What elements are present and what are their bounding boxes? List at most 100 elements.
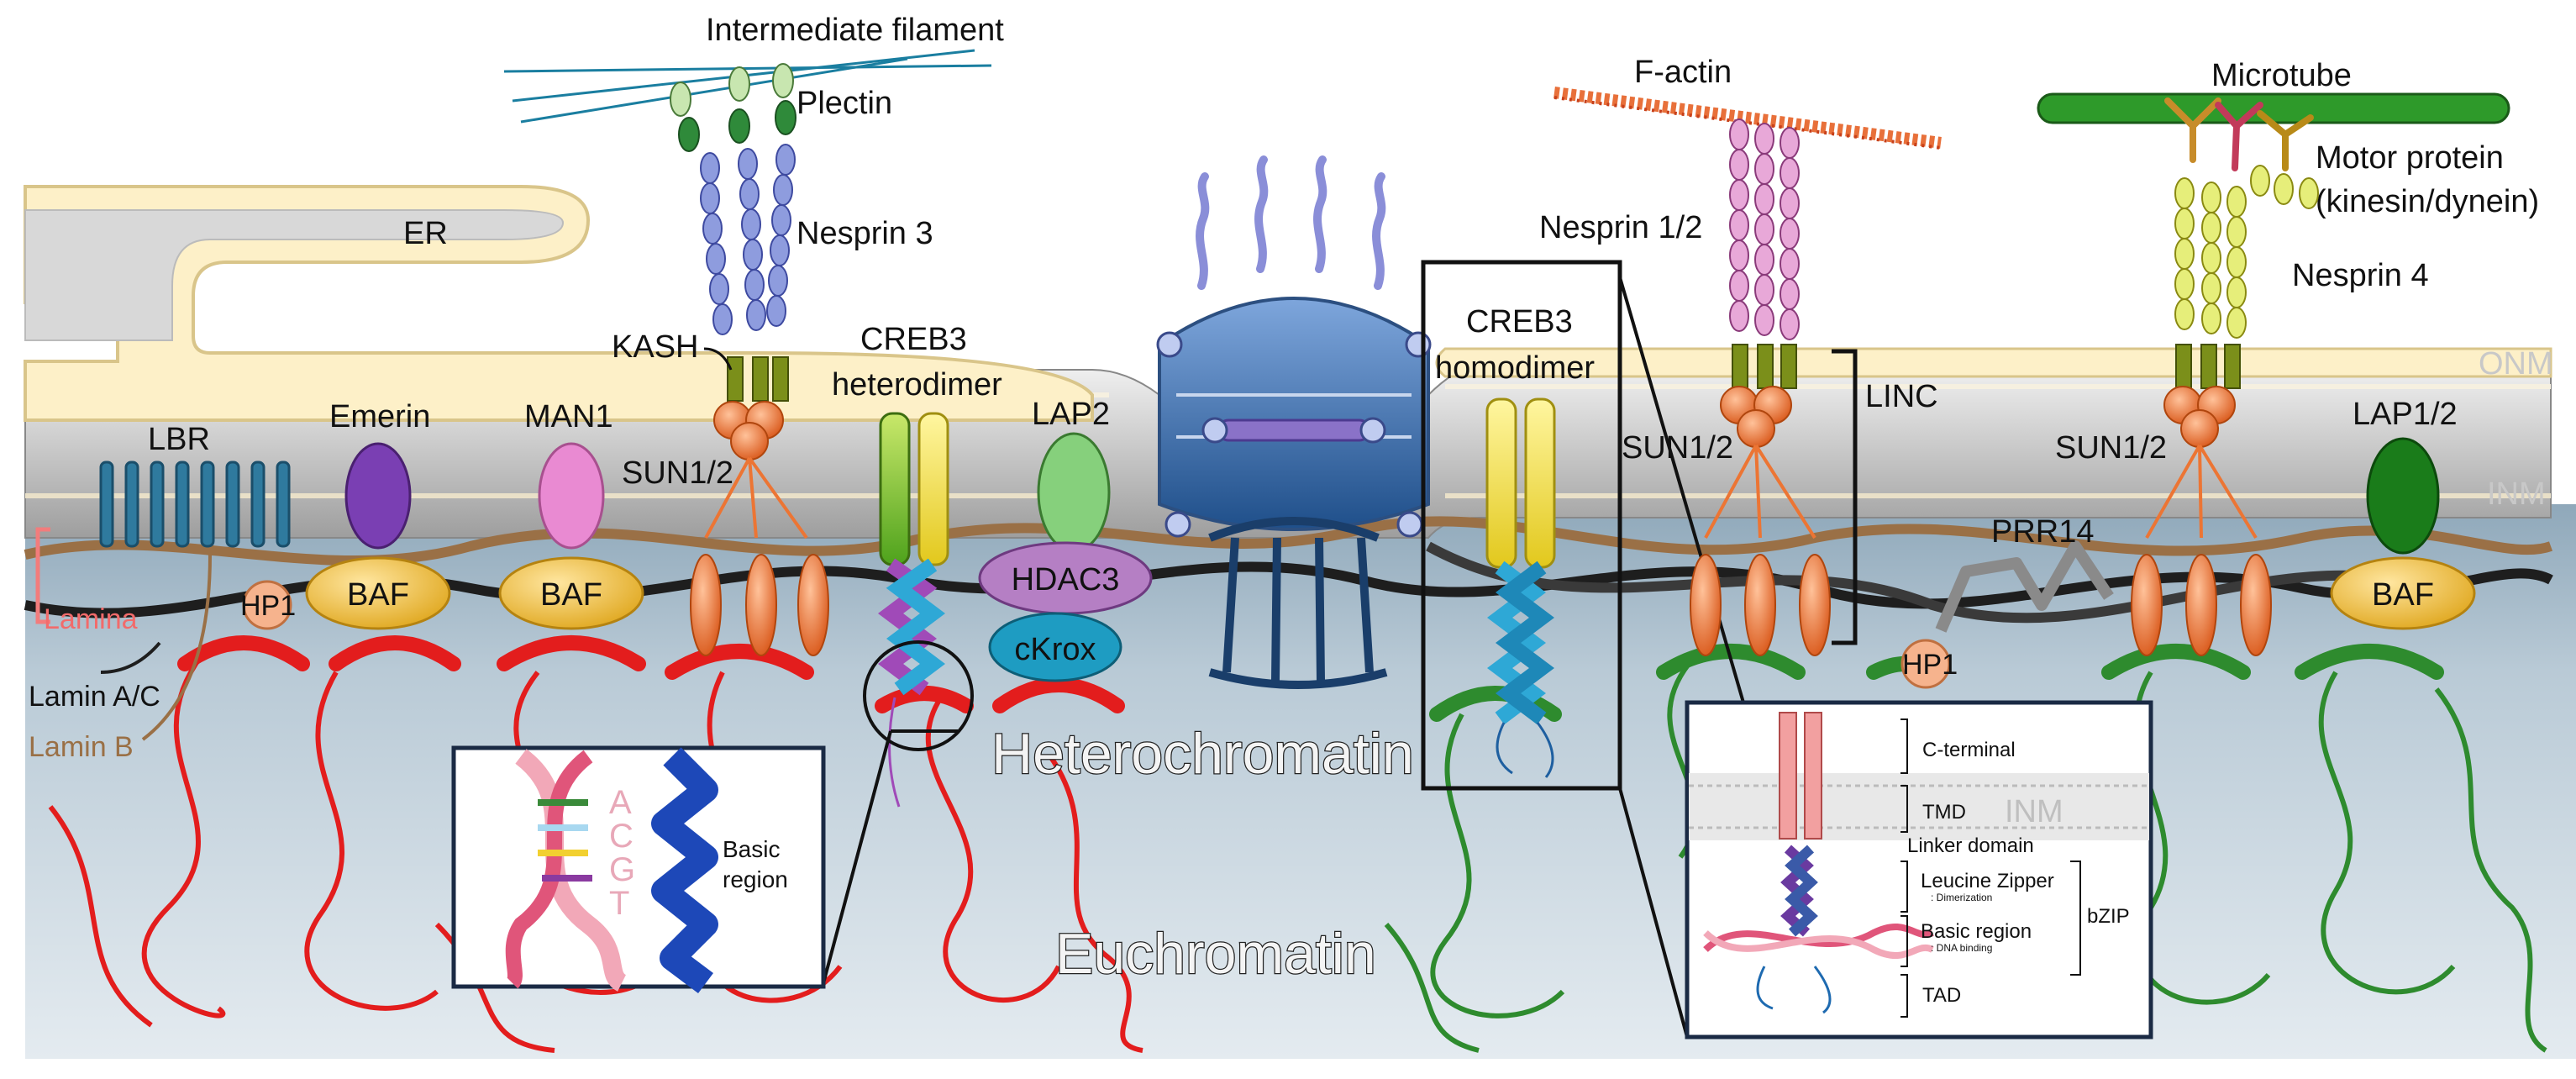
er-label: ER [403, 216, 448, 251]
dna-base-t: T [609, 885, 629, 922]
inm-label: INM [2487, 476, 2546, 512]
baf-2-protein [498, 556, 644, 630]
lap2-label: LAP2 [1032, 397, 1110, 432]
kash-domain-mid [1732, 344, 1797, 389]
lbr-label: LBR [148, 422, 210, 457]
hp1-right-protein [1900, 639, 1951, 689]
f-actin-label: F-actin [1634, 55, 1732, 90]
f-actin [1553, 87, 1942, 150]
ckrox-protein [988, 612, 1122, 682]
lbr-protein [99, 461, 291, 548]
euchromatin-caps [1429, 644, 2444, 722]
tmd-label: TMD [1922, 801, 1966, 824]
dna-base-c: C [609, 818, 633, 855]
motor-protein-label-2: (kinesin/dynein) [2316, 184, 2539, 219]
hp1-right-label: HP1 [1902, 649, 1958, 681]
nesprin12-chain [1729, 118, 1800, 340]
lap2-protein [1037, 432, 1111, 553]
euchromatin-label: Euchromatin [1055, 922, 1376, 986]
plectin-label: Plectin [796, 86, 892, 121]
dna-binding-label: : DNA binding [1931, 942, 1992, 954]
linc-label: LINC [1865, 379, 1938, 414]
plectin [670, 63, 796, 152]
zoom-line-bottom [1618, 787, 1689, 1038]
kash-label: KASH [612, 329, 698, 365]
baf-2-label: BAF [540, 577, 602, 613]
prr14-label: PRR14 [1991, 514, 2095, 550]
creb3-homodimer [1485, 397, 1556, 778]
nesprin3-label: Nesprin 3 [796, 216, 933, 251]
kash-pointer [703, 347, 733, 371]
microtube-label: Microtube [2211, 58, 2352, 93]
baf-1-protein [305, 556, 451, 630]
onm-label: ONM [2479, 346, 2553, 382]
kash-domain-right [2175, 344, 2241, 389]
c-terminal-label: C-terminal [1922, 739, 2016, 761]
sun12-left-label: SUN1/2 [622, 455, 733, 491]
microtube [2037, 92, 2510, 124]
lap12-protein [2366, 437, 2440, 555]
nesprin3-chain [700, 144, 796, 335]
bzip-label: bZIP [2087, 905, 2130, 928]
baf-3-protein [2330, 556, 2476, 630]
inset-dna-basic-region: A C G T Basic region [451, 729, 958, 993]
inset-creb3-domains: C-terminal TMD INM Linker domain Leucine… [1685, 700, 2153, 1040]
prr14-protein [1935, 540, 2114, 633]
creb3-homodimer-label-2: homodimer [1435, 350, 1595, 386]
hp1-left-protein [242, 580, 292, 630]
er-right-strip [1435, 347, 2552, 378]
lap12-label: LAP1/2 [2353, 397, 2458, 432]
creb3-homodimer-box [1421, 260, 1622, 791]
nesprin12-label: Nesprin 1/2 [1539, 210, 1702, 245]
creb3-heterodimer-label-1: CREB3 [860, 322, 967, 357]
intermediate-filament-label: Intermediate filament [706, 13, 1004, 48]
lamin-b-fiber [24, 516, 2553, 566]
nesprin4-chain [2174, 165, 2319, 339]
inset-inm-label: INM [2005, 794, 2063, 829]
hp1-left-label: HP1 [240, 590, 296, 622]
baf-3-label: BAF [2372, 577, 2434, 613]
er: ER [24, 185, 1094, 422]
creb3-homodimer-label-1: CREB3 [1466, 304, 1573, 339]
dimerization-label: : Dimerization [1931, 892, 1992, 903]
basic-region-label-1: Basic [723, 836, 780, 862]
sun12-right-protein [2131, 386, 2272, 656]
sun12-right-label: SUN1/2 [2055, 430, 2167, 466]
heterochromatin-label: Heterochromatin [991, 722, 1414, 786]
sun12-mid-label: SUN1/2 [1622, 430, 1733, 466]
sun12-mid-protein [1690, 386, 1831, 656]
man1-protein [538, 442, 605, 550]
linker-domain-label: Linker domain [1907, 834, 2034, 857]
dna-base-g: G [609, 851, 635, 888]
linc-bracket [1832, 349, 1858, 645]
basic-region-domain-label: Basic region [1921, 920, 2032, 943]
zoom-line-top [1618, 276, 1745, 703]
motor-protein [2164, 97, 2314, 171]
emerin-label: Emerin [329, 399, 430, 434]
leucine-zipper-label: Leucine Zipper [1921, 870, 2054, 892]
tad-label: TAD [1922, 984, 1961, 1007]
man1-label: MAN1 [524, 399, 613, 434]
basic-region-label-2: region [723, 866, 788, 892]
dna-base-a: A [609, 784, 632, 821]
lamin-ac-label: Lamin A/C [29, 681, 160, 713]
hdac3-label: HDAC3 [1012, 562, 1120, 597]
creb3-heterodimer-label-2: heterodimer [832, 367, 1002, 403]
ckrox-label: cKrox [1014, 632, 1096, 667]
kash-domain-left [727, 356, 789, 402]
nesprin4-label: Nesprin 4 [2292, 258, 2429, 293]
lamin-b-arrow [141, 554, 212, 741]
lamina-bracket: Lamina [35, 527, 138, 635]
lamin-ac-fiber-2 [1426, 541, 2438, 624]
lamin-ac-fiber [24, 561, 2553, 618]
lamin-b-label: Lamin B [29, 731, 134, 763]
motor-protein-label-1: Motor protein [2316, 140, 2504, 176]
lamin-ac-arrow [100, 641, 161, 674]
lamina-label: Lamina [44, 603, 138, 635]
creb3-zoom-circle [863, 640, 974, 751]
baf-1-label: BAF [347, 577, 409, 613]
sun12-left-protein [690, 401, 829, 656]
creb3-heterodimer [878, 412, 949, 808]
emerin-protein [344, 442, 412, 550]
